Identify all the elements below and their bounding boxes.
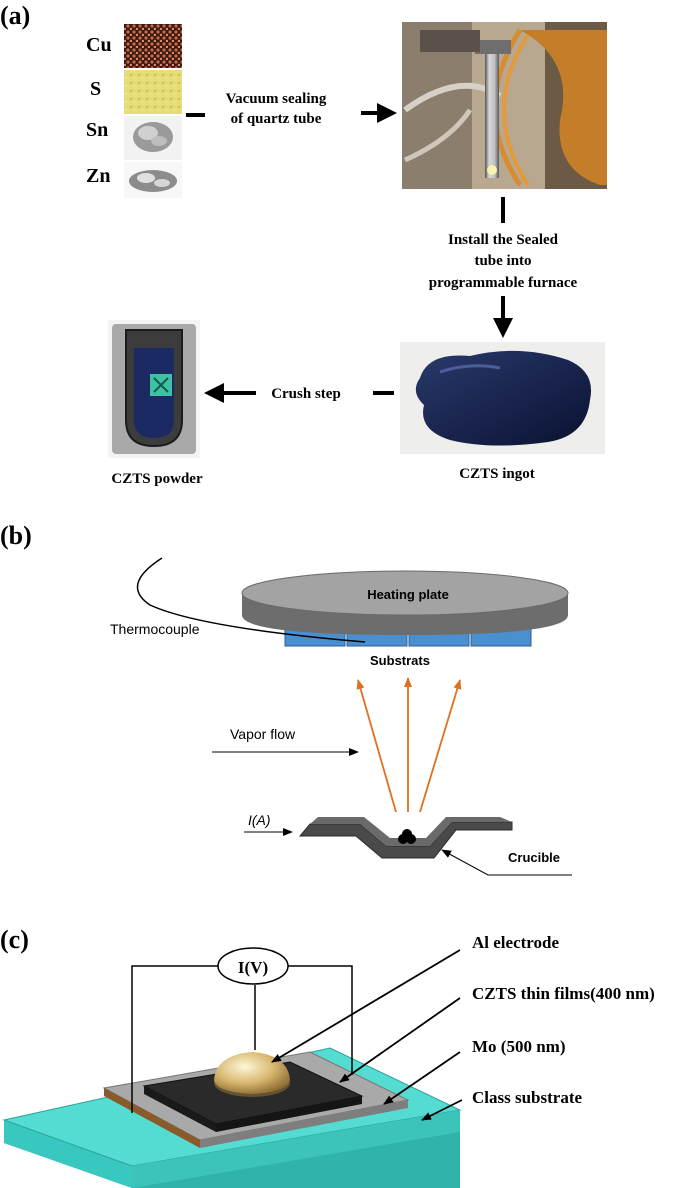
circuit-wire-right	[288, 965, 353, 1075]
panel-b-label: (b)	[0, 521, 32, 550]
tin-sample-image	[124, 116, 182, 160]
al-electrode-label: Al electrode	[472, 933, 559, 952]
substrate-pointer	[421, 1099, 463, 1121]
step-install-label-line2: tube into	[474, 253, 531, 269]
vapor-arrow-right	[419, 679, 462, 813]
current-label: I(A)	[248, 812, 271, 828]
czts-film-pointer	[339, 997, 461, 1083]
substrates-label: Substrats	[370, 653, 430, 668]
panel-a: (a) Cu S Sn Zn Vacuum sealing of quartz …	[0, 1, 607, 487]
crucible-label: Crucible	[508, 850, 560, 865]
caption-czts-powder: CZTS powder	[111, 471, 203, 487]
thermocouple-wire	[136, 557, 366, 643]
mo-layer-label: Mo (500 nm)	[472, 1037, 565, 1056]
step-install-label-line1: Install the Sealed	[448, 232, 559, 248]
step-crush-label: Crush step	[271, 386, 341, 402]
element-label-s: S	[90, 78, 101, 100]
panel-b: (b) Heating plate Thermocouple Substrats…	[0, 521, 572, 876]
sealing-apparatus-photo	[402, 22, 607, 189]
al-electrode-pointer	[271, 949, 461, 1063]
step-vacuum-label-line1: Vacuum sealing	[226, 91, 327, 107]
heating-plate	[241, 570, 569, 635]
panel-c: (c) I(V)	[0, 925, 655, 1188]
copper-sample-image	[124, 24, 182, 68]
meter-circle	[217, 947, 289, 985]
panel-c-label: (c)	[0, 925, 29, 954]
czts-film-label: CZTS thin films(400 nm)	[472, 984, 655, 1003]
caption-czts-ingot: CZTS ingot	[459, 466, 534, 482]
crucible	[298, 817, 513, 859]
step-install-label-line3: programmable furnace	[429, 275, 578, 291]
zinc-sample-image	[124, 162, 182, 198]
element-label-cu: Cu	[86, 34, 112, 56]
czts-ingot-photo	[400, 342, 605, 454]
heating-plate-label: Heating plate	[367, 587, 449, 602]
element-label-zn: Zn	[86, 165, 110, 187]
crucible-pointer	[441, 849, 572, 876]
meter-label: I(V)	[238, 958, 268, 977]
thermocouple-label: Thermocouple	[110, 621, 200, 637]
circuit-wire-left	[131, 965, 218, 1113]
mo-layer-pointer	[383, 1051, 461, 1105]
substrate-label: Class substrate	[472, 1088, 582, 1107]
element-label-sn: Sn	[86, 119, 108, 141]
step-vacuum-label-line2: of quartz tube	[231, 111, 322, 127]
panel-a-label: (a)	[0, 1, 30, 30]
sulfur-sample-image	[124, 70, 182, 114]
vapor-arrow-left	[356, 679, 397, 813]
al-electrode	[214, 1052, 290, 1094]
czts-powder-photo	[108, 320, 200, 458]
vapor-flow-label: Vapor flow	[230, 726, 296, 742]
